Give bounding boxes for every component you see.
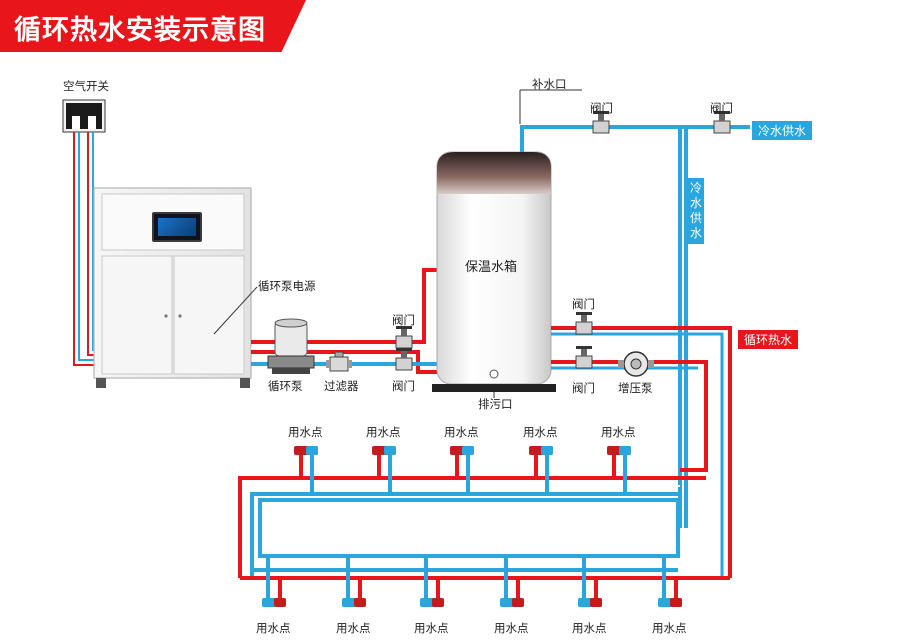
valve-icon (592, 111, 610, 134)
circ-hot-tag: 循环热水 (738, 330, 799, 349)
valve-right-upper-label: 阀门 (572, 297, 595, 311)
filter-label: 过滤器 (324, 379, 359, 393)
valve-right-lower-label: 阀门 (572, 381, 595, 395)
water-point-label: 用水点 (601, 425, 636, 439)
valve-upper-left-label: 阀门 (392, 313, 415, 327)
title-banner: 循环热水安装示意图 (0, 0, 306, 52)
air-switch (62, 99, 106, 133)
circulation-pump-icon (267, 318, 315, 374)
tap-icon (420, 598, 444, 607)
drain-label: 排污口 (478, 397, 513, 411)
upper-taps (294, 446, 631, 455)
lower-distribution (240, 568, 730, 580)
tap-icon (578, 598, 602, 607)
water-point-label: 用水点 (572, 621, 607, 635)
tap-icon (294, 446, 318, 455)
valve-icon (395, 326, 413, 349)
water-point-label: 用水点 (414, 621, 449, 635)
tap-icon (342, 598, 366, 607)
valve-icon (395, 348, 413, 371)
valve-top-1-label: 阀门 (590, 101, 613, 115)
pump-power-label: 循环泵电源 (258, 279, 316, 293)
valve-icon (575, 312, 593, 335)
circulation-pump-label: 循环泵 (268, 379, 303, 393)
booster-pump-icon (618, 351, 654, 377)
tap-icon (450, 446, 474, 455)
pump-power-leader (213, 286, 258, 335)
water-point-label: 用水点 (366, 425, 401, 439)
air-switch-label: 空气开关 (63, 79, 109, 93)
tap-icon (658, 598, 682, 607)
lower-taps (262, 598, 682, 607)
upper-distribution (238, 476, 706, 578)
storage-tank (432, 151, 556, 392)
water-point-label: 用水点 (494, 621, 529, 635)
upper-risers (299, 450, 627, 494)
diagram-title: 循环热水安装示意图 (14, 15, 266, 46)
tap-icon (262, 598, 286, 607)
water-point-label: 用水点 (652, 621, 687, 635)
filter-icon (326, 351, 352, 372)
tap-icon (500, 598, 524, 607)
control-panel-screen (152, 212, 202, 242)
tap-icon (529, 446, 553, 455)
tap-icon (372, 446, 396, 455)
water-point-label: 用水点 (256, 621, 291, 635)
refill-label: 补水口 (532, 77, 567, 91)
tank-label: 保温水箱 (465, 260, 518, 275)
valve-icon (575, 346, 593, 369)
booster-pump-label: 增压泵 (618, 381, 653, 395)
cold-supply-vertical-tag: 冷水供水 (688, 178, 704, 244)
cold-supply-tag: 冷水供水 (752, 121, 813, 140)
water-point-label: 用水点 (523, 425, 558, 439)
valve-top-2-label: 阀门 (710, 101, 733, 115)
lower-risers (266, 556, 678, 600)
water-point-label: 用水点 (444, 425, 479, 439)
valve-icon (713, 111, 731, 134)
water-point-label: 用水点 (288, 425, 323, 439)
tap-icon (607, 446, 631, 455)
valve-lower-left-label: 阀门 (392, 379, 415, 393)
water-point-label: 用水点 (336, 621, 371, 635)
